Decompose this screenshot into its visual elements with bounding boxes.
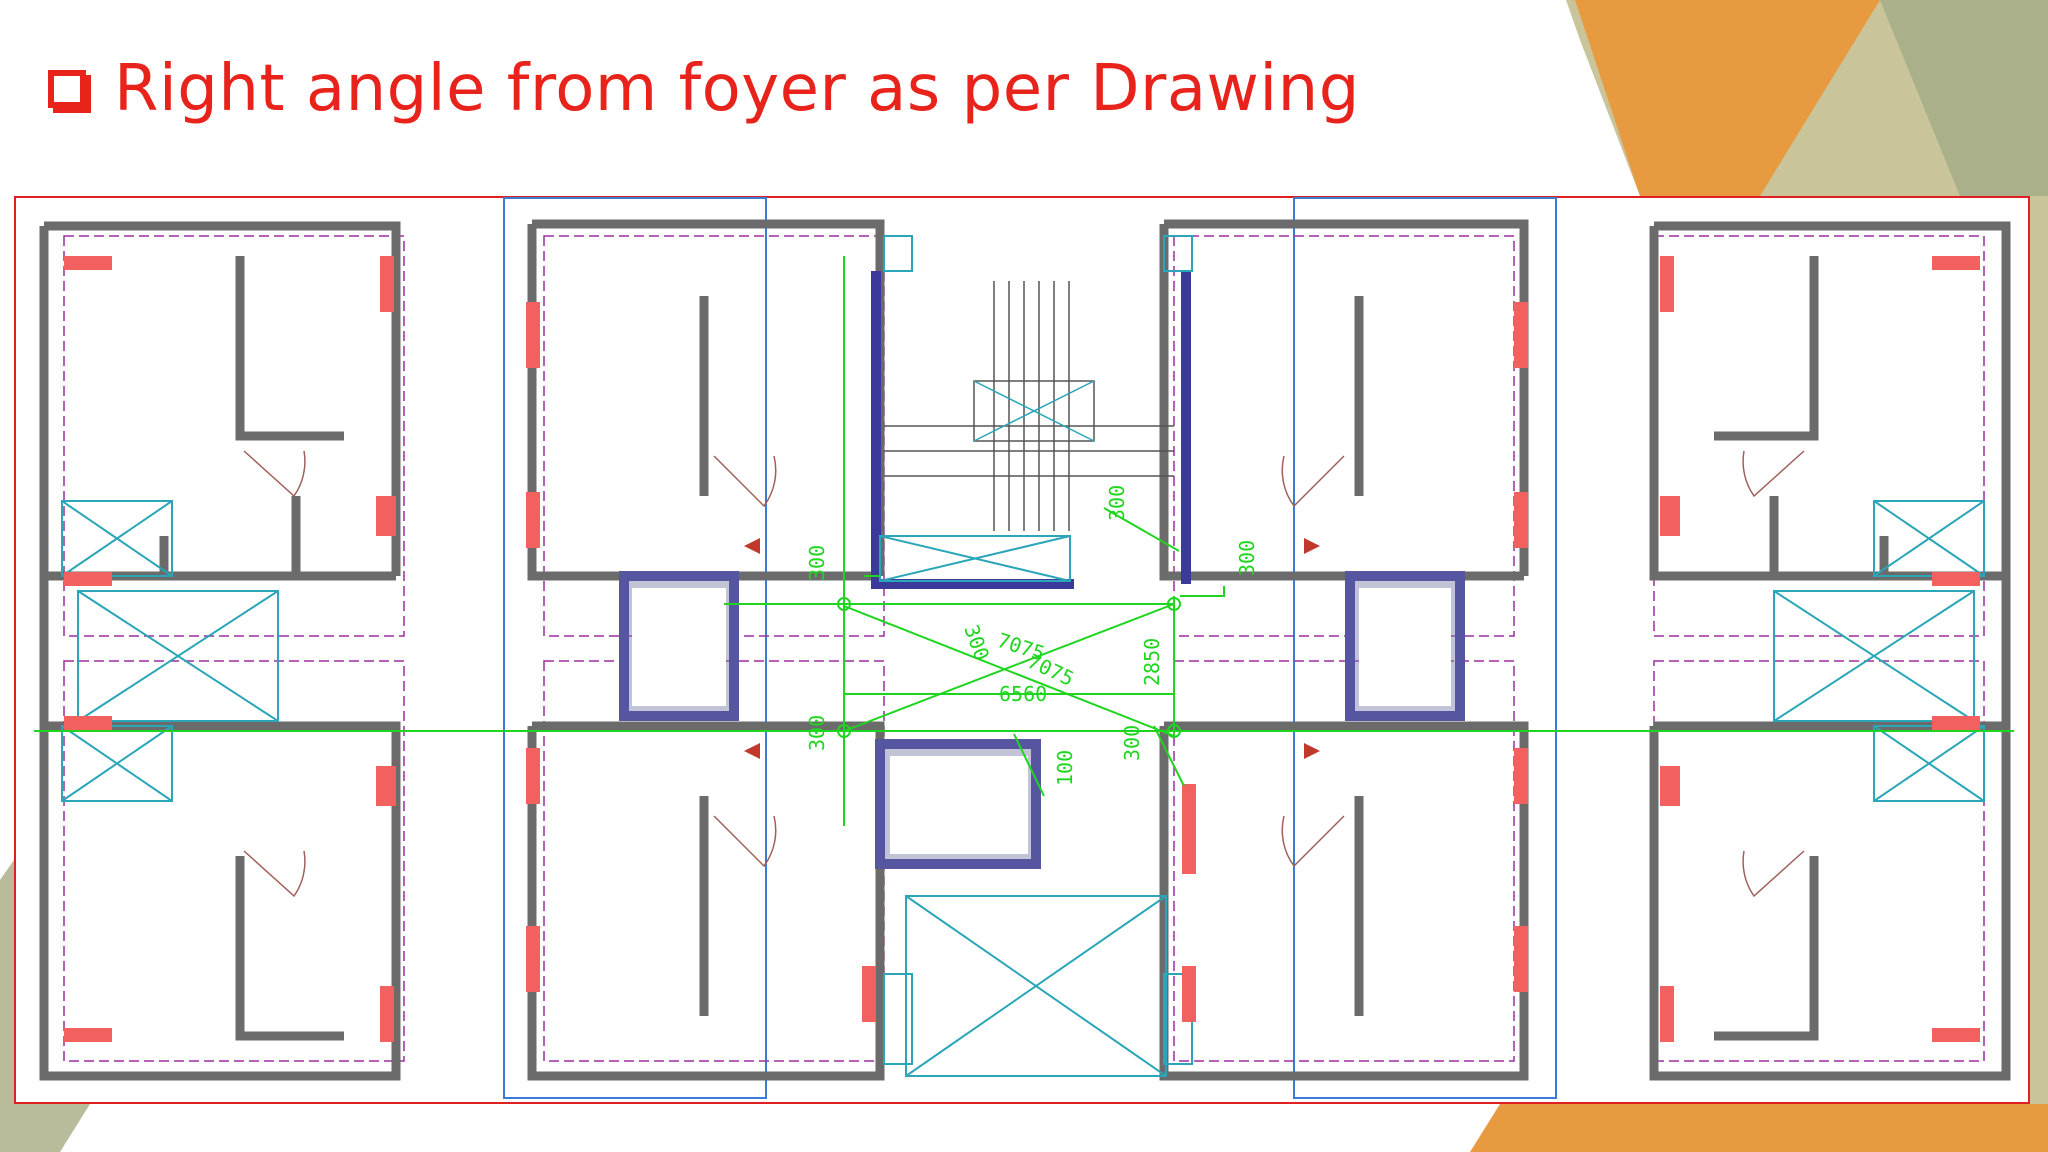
floor-plan-drawing: 300 300 300 300 300 300 7075 7075 6560 2… xyxy=(34,197,2014,1099)
title-text: Right angle from foyer as per Drawing xyxy=(114,52,1360,126)
dimension-label: 300 xyxy=(1105,485,1129,521)
olive-accent-left xyxy=(0,860,14,1104)
door-swings xyxy=(243,450,1805,898)
slide-title: Right angle from foyer as per Drawing xyxy=(48,52,1360,126)
orange-accent-shape xyxy=(1575,0,1880,196)
outer-boundaries xyxy=(503,197,1557,1099)
floor-plan-frame xyxy=(14,196,2030,1104)
dimension-label: 2850 xyxy=(1140,638,1164,686)
orange-accent-bottom xyxy=(1470,1104,2048,1152)
olive-accent-bottom-left xyxy=(0,1104,90,1152)
core-wall-fill xyxy=(619,571,1465,869)
core-walls xyxy=(619,271,1465,869)
column-highlights xyxy=(64,256,1980,1042)
dimension-label: 300 xyxy=(1120,725,1144,761)
dimension-label: 300 xyxy=(959,622,994,664)
dimension-label: 6560 xyxy=(999,682,1047,706)
dimension-label: 300 xyxy=(805,545,829,581)
olive-accent-shape-right xyxy=(1880,0,2048,196)
checkbox-bullet-icon xyxy=(48,70,86,108)
shaft-openings xyxy=(61,235,1985,1077)
direction-arrows xyxy=(744,538,1320,759)
dimension-markers xyxy=(837,597,1181,738)
core-interior xyxy=(632,588,1451,854)
dimension-lines xyxy=(34,256,2014,826)
staircase xyxy=(884,281,1174,531)
dimension-label: 300 xyxy=(1235,540,1259,576)
dimension-label: 100 xyxy=(1053,750,1077,786)
dimension-label: 300 xyxy=(805,715,829,751)
